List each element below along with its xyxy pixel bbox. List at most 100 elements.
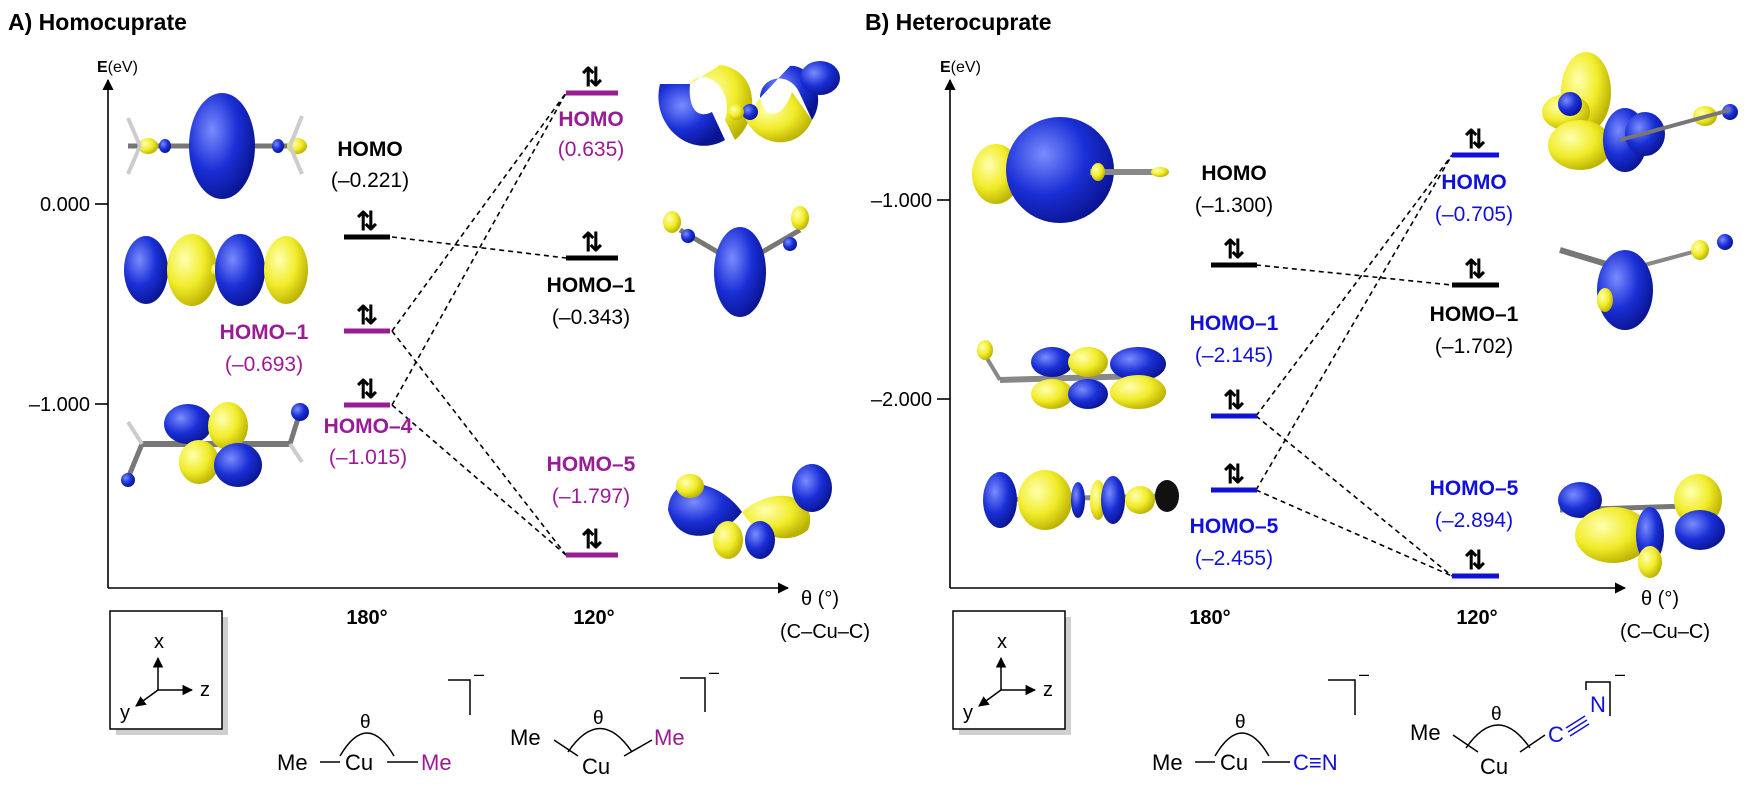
svg-text:Me: Me — [1410, 720, 1441, 745]
level-label: HOMO–1 — [1190, 312, 1279, 335]
axes-orientation-box: x z y — [109, 610, 228, 735]
panel-a-xtick-180: 180° — [346, 607, 387, 629]
panel-b-x-axis-label-sub: (C–Cu–C) — [1620, 621, 1710, 643]
structure-linear-heterocuprate: Me Cu C≡N θ – — [1152, 664, 1369, 775]
orbital-image — [1559, 234, 1733, 330]
level-label: HOMO — [1201, 162, 1266, 185]
correlation-line — [1255, 264, 1453, 286]
level-value: (–0.693) — [225, 353, 303, 376]
electron-pair-icon: ⇅ — [581, 62, 603, 92]
orbital-image — [124, 234, 308, 306]
electron-pair-icon: ⇅ — [1223, 385, 1245, 415]
correlation-line — [391, 330, 567, 556]
level-value: (–2.894) — [1435, 509, 1513, 532]
orbital-image — [972, 117, 1169, 223]
svg-text:Me: Me — [654, 725, 685, 750]
electron-pair-icon: ⇅ — [581, 227, 603, 257]
svg-text:Me: Me — [510, 725, 541, 750]
svg-text:N: N — [1590, 692, 1606, 717]
panel-a-ytick-1: –1.000 — [29, 394, 90, 416]
level-label: HOMO — [558, 108, 623, 131]
electron-pair-icon: ⇅ — [581, 524, 603, 554]
level-value: (–1.015) — [329, 446, 407, 469]
structure-linear-homocuprate: Me Cu Me θ – — [277, 664, 484, 775]
svg-text:C: C — [1548, 722, 1564, 747]
electron-pair-icon: ⇅ — [356, 300, 378, 330]
svg-text:θ: θ — [360, 712, 371, 733]
correlation-line — [391, 92, 567, 406]
correlation-line — [1255, 154, 1453, 417]
level-label: HOMO–5 — [1190, 515, 1279, 538]
svg-text:Me: Me — [1152, 750, 1183, 775]
electron-pair-icon: ⇅ — [356, 206, 378, 236]
svg-text:C≡N: C≡N — [1293, 750, 1338, 775]
level-value: (–2.455) — [1195, 547, 1273, 570]
svg-text:–: – — [1359, 664, 1369, 684]
level-value: (0.635) — [558, 138, 625, 161]
svg-text:Me: Me — [277, 750, 308, 775]
axis-x-letter: x — [997, 631, 1007, 653]
level-value: (–1.702) — [1435, 335, 1513, 358]
level-value: (–0.221) — [331, 169, 409, 192]
svg-text:θ: θ — [1235, 712, 1246, 733]
level-label: HOMO — [1441, 171, 1506, 194]
electron-pair-icon: ⇅ — [1464, 254, 1486, 284]
level-value: (–2.145) — [1195, 344, 1273, 367]
svg-text:Cu: Cu — [345, 750, 373, 775]
svg-text:–: – — [709, 662, 719, 682]
level-value: (–0.705) — [1435, 203, 1513, 226]
axes-orientation-box: x z y — [952, 610, 1071, 735]
correlation-line — [1255, 154, 1453, 491]
level-value: (–0.343) — [552, 306, 630, 329]
panel-a: A) Homocuprate E(eV) 0.000 –1.000 180° 1… — [8, 9, 870, 779]
electron-pair-icon: ⇅ — [1223, 234, 1245, 264]
svg-text:Cu: Cu — [1220, 750, 1248, 775]
panel-b-xtick-120: 120° — [1456, 607, 1497, 629]
level-value: (–1.797) — [552, 485, 630, 508]
correlation-line — [391, 92, 567, 332]
svg-text:θ: θ — [1491, 704, 1502, 725]
electron-pair-icon: ⇅ — [1464, 124, 1486, 154]
panel-a-xtick-120: 120° — [573, 607, 614, 629]
panel-b-xtick-180: 180° — [1189, 607, 1230, 629]
panel-a-x-axis-label-sub: (C–Cu–C) — [780, 621, 870, 643]
correlation-line — [1255, 415, 1453, 577]
axis-x-letter: x — [154, 631, 164, 653]
level-label: HOMO–5 — [547, 453, 636, 476]
level-label: HOMO–1 — [1430, 303, 1519, 326]
orbital-image — [1558, 474, 1725, 578]
panel-a-x-axis-label: θ (°) — [801, 588, 839, 610]
svg-text:–: – — [474, 664, 484, 684]
panel-a-title: A) Homocuprate — [8, 9, 187, 35]
level-value: (–1.300) — [1195, 194, 1273, 217]
svg-text:θ: θ — [593, 708, 604, 729]
orbital-image — [983, 470, 1179, 530]
correlation-line — [1255, 489, 1453, 577]
panel-b-ytick-0: –1.000 — [871, 190, 932, 212]
level-label: HOMO — [337, 138, 402, 161]
orbital-image — [1542, 52, 1738, 172]
panel-b-x-axis-label: θ (°) — [1641, 588, 1679, 610]
panel-b: B) Heterocuprate E(eV) –1.000 –2.000 180… — [865, 9, 1738, 779]
level-label: HOMO–1 — [547, 274, 636, 297]
svg-text:Cu: Cu — [1480, 754, 1508, 779]
panel-a-y-axis-label: E(eV) — [97, 59, 138, 76]
structure-bent-heterocuprate: Me Cu C N θ – — [1410, 664, 1625, 779]
level-label: HOMO–5 — [1430, 477, 1519, 500]
electron-pair-icon: ⇅ — [356, 374, 378, 404]
orbital-image — [977, 340, 1166, 409]
orbital-image — [658, 61, 840, 146]
orbital-image — [126, 93, 307, 199]
electron-pair-icon: ⇅ — [1223, 459, 1245, 489]
electron-pair-icon: ⇅ — [1464, 545, 1486, 575]
axis-z-letter: z — [200, 679, 210, 701]
orbital-image — [663, 206, 809, 317]
panel-b-title: B) Heterocuprate — [865, 9, 1052, 35]
level-label: HOMO–4 — [324, 415, 413, 438]
structure-bent-homocuprate: Me Cu Me θ – — [510, 662, 719, 779]
svg-text:–: – — [1615, 664, 1625, 684]
panel-b-y-axis-label: E(eV) — [940, 59, 981, 76]
svg-text:Me: Me — [421, 750, 452, 775]
axis-z-letter: z — [1043, 679, 1053, 701]
